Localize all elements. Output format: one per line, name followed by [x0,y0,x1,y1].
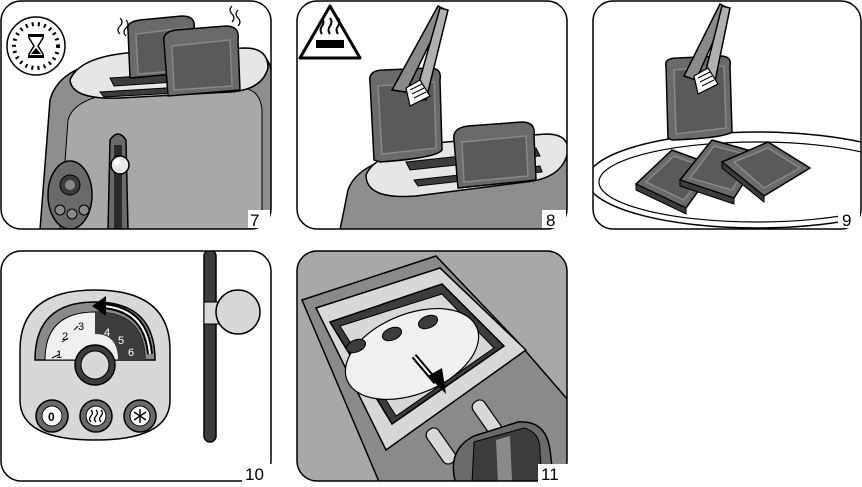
step-number: 8 [546,211,555,230]
snowflake-icon [124,400,156,432]
step-7-panel: 7 [0,0,272,230]
dial-level: 6 [128,347,134,359]
stop-button-label: 0 [48,410,55,424]
stop-button: 0 [36,400,68,432]
step-9-panel: 9 [592,0,862,230]
toast-in-toaster [454,122,536,188]
control-cluster [48,161,92,229]
toaster-lever [111,156,129,174]
step-10-panel: 1 2 3 4 5 6 0 [0,250,272,484]
hot-surface-warning-icon [300,6,360,58]
dial-level: 1 [56,349,62,361]
step-number: 7 [250,211,259,230]
hourglass-icon [7,17,65,75]
step-10-illustration: 1 2 3 4 5 6 0 [0,250,272,484]
step-11-panel: 11 [296,250,568,484]
dial-level: 2 [62,331,68,343]
step-11-illustration: 11 [296,250,568,484]
dial-level: 5 [118,335,124,347]
step-8-illustration: 8 [296,0,568,230]
dial-level: 4 [104,327,110,339]
toast-slice-front [164,26,240,96]
step-number: 10 [245,465,264,484]
dial-level: 3 [78,321,84,333]
step-9-illustration: 9 [592,0,862,230]
step-number: 9 [842,211,851,230]
step-8-panel: 8 [296,0,568,230]
toaster-lever [204,250,260,442]
heat-waves-icon [80,400,112,432]
step-7-illustration: 7 [0,0,272,230]
step-number: 11 [541,465,559,484]
